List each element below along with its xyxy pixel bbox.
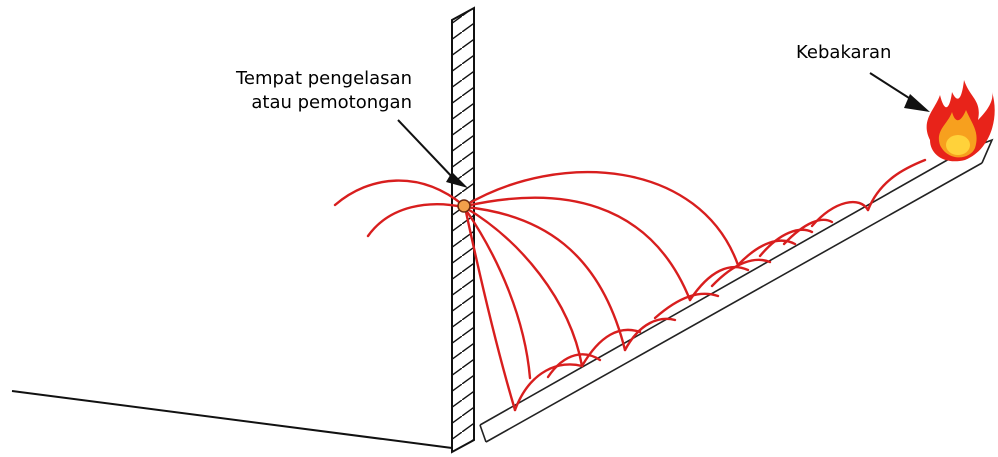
label-arrows [398,73,930,188]
spark-trajectories [335,160,925,410]
welding-label-line2: atau pemotongan [190,91,412,115]
welding-label-line1: Tempat pengelasan [190,67,412,91]
fire-icon [927,80,995,161]
floor-line [12,391,452,448]
welding-location-label: Tempat pengelasan atau pemotongan [190,67,412,115]
welding-point [458,200,470,212]
conduit [480,140,992,442]
fire-label: Kebakaran [796,41,891,65]
